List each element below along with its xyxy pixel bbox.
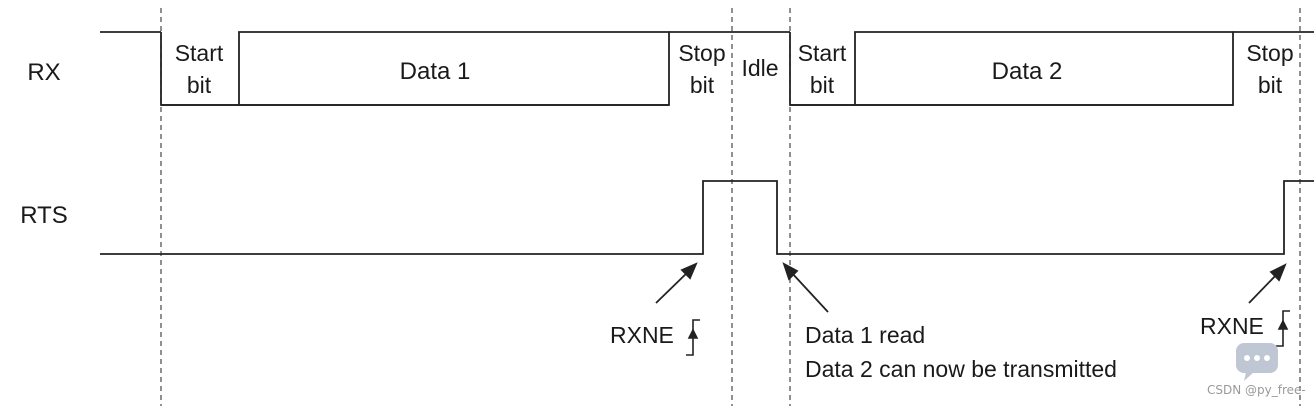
rts-signal-label: RTS — [20, 202, 68, 229]
frame2-stop-label-line2: bit — [1258, 72, 1283, 98]
frame1-stop-label-line1: Stop — [678, 40, 725, 66]
data2-transmit-label: Data 2 can now be transmitted — [805, 356, 1117, 382]
data1-read-arrow-head — [782, 262, 799, 281]
frame2-data-label: Data 2 — [992, 58, 1063, 85]
frame2-start-label-line2: bit — [810, 72, 835, 98]
data1-read-label: Data 1 read — [805, 322, 925, 348]
rxne2-arrow-head — [1269, 263, 1287, 282]
frame1-data-label: Data 1 — [400, 58, 471, 85]
rxne1-edge-icon — [686, 319, 700, 356]
frame2-start-label-line1: Start — [798, 40, 847, 66]
rts-waveform — [100, 180, 1314, 255]
chat-bubble-icon — [1236, 343, 1278, 381]
rxne1-arrow-head — [680, 262, 698, 280]
watermark-text: CSDN @py_free- — [1207, 383, 1306, 397]
rxne2-edge-icon — [1276, 310, 1290, 347]
annotation-arrows — [655, 262, 1287, 313]
frame1-stop-label-line2: bit — [690, 72, 715, 98]
rxne2-arrow-shaft — [1248, 271, 1280, 304]
rxne1-arrow-shaft — [655, 269, 691, 304]
frame1-start-label-line1: Start — [175, 40, 224, 66]
frame1-start-label-line2: bit — [187, 72, 212, 98]
rx-waveform — [100, 31, 1314, 106]
rx-signal-label: RX — [27, 59, 60, 86]
data1-read-arrow-shaft — [790, 271, 829, 313]
frame2-stop-label-line1: Stop — [1246, 40, 1293, 66]
rxne1-label: RXNE — [610, 322, 674, 348]
rxne2-label: RXNE — [1200, 313, 1264, 339]
idle-label: Idle — [741, 55, 778, 81]
guide-lines — [160, 8, 1301, 406]
